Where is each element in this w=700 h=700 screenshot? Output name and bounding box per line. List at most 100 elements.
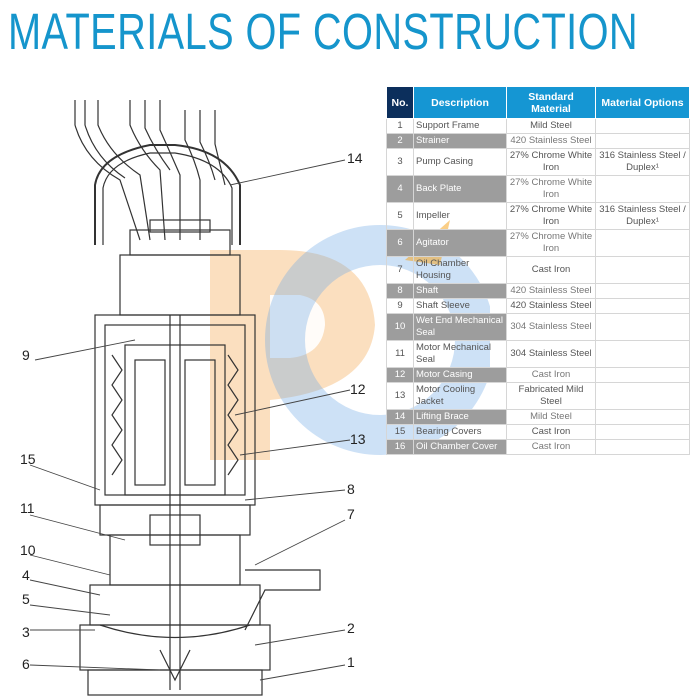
row-number: 2	[386, 133, 414, 149]
row-standard-material: 27% Chrome White Iron	[506, 202, 596, 230]
row-standard-material: 27% Chrome White Iron	[506, 175, 596, 203]
header-no: No.	[386, 86, 414, 119]
callout-4: 4	[22, 567, 30, 583]
row-description: Shaft	[413, 283, 507, 299]
row-material-options	[595, 118, 690, 134]
row-description: Impeller	[413, 202, 507, 230]
row-standard-material: 420 Stainless Steel	[506, 133, 596, 149]
header-description: Description	[413, 86, 507, 119]
row-material-options	[595, 367, 690, 383]
callout-9: 9	[22, 347, 30, 363]
row-material-options	[595, 340, 690, 368]
row-standard-material: Cast Iron	[506, 424, 596, 440]
table-header-row: No. Description Standard Material Materi…	[386, 86, 690, 119]
callout-2: 2	[347, 620, 355, 636]
callout-14: 14	[347, 150, 363, 166]
row-description: Strainer	[413, 133, 507, 149]
page-title: MATERIALS OF CONSTRUCTION	[8, 3, 639, 60]
row-material-options	[595, 133, 690, 149]
row-description: Shaft Sleeve	[413, 298, 507, 314]
callout-13: 13	[350, 431, 366, 447]
row-material-options	[595, 256, 690, 284]
row-standard-material: 420 Stainless Steel	[506, 283, 596, 299]
row-number: 8	[386, 283, 414, 299]
row-material-options: 316 Stainless Steel / Duplex¹	[595, 175, 690, 203]
row-description: Motor Mechanical Seal	[413, 340, 507, 368]
row-material-options	[595, 424, 690, 440]
row-description: Pump Casing	[413, 148, 507, 176]
callout-12: 12	[350, 381, 366, 397]
row-number: 11	[386, 340, 414, 368]
row-description: Lifting Brace	[413, 409, 507, 425]
callout-8: 8	[347, 481, 355, 497]
row-number: 6	[386, 229, 414, 257]
row-number: 12	[386, 367, 414, 383]
row-material-options: 316 Stainless Steel / Duplex¹	[595, 229, 690, 257]
row-description: Motor Cooling Jacket	[413, 382, 507, 410]
row-description: Wet End Mechanical Seal	[413, 313, 507, 341]
row-standard-material: 304 Stainless Steel	[506, 313, 596, 341]
row-material-options	[595, 298, 690, 314]
row-description: Motor Casing	[413, 367, 507, 383]
row-number: 4	[386, 175, 414, 203]
row-number: 7	[386, 256, 414, 284]
row-standard-material: 304 Stainless Steel	[506, 340, 596, 368]
row-description: Bearing Covers	[413, 424, 507, 440]
materials-table: No. Description Standard Material Materi…	[386, 86, 690, 455]
row-standard-material: Mild Steel	[506, 118, 596, 134]
row-number: 10	[386, 313, 414, 341]
pump-cross-section-drawing	[29, 100, 351, 696]
row-standard-material: 420 Stainless Steel	[506, 298, 596, 314]
callout-1: 1	[347, 654, 355, 670]
row-description: Oil Chamber Cover	[413, 439, 507, 455]
callout-3: 3	[22, 624, 30, 640]
row-material-options	[595, 382, 690, 410]
row-number: 14	[386, 409, 414, 425]
row-number: 5	[386, 202, 414, 230]
row-material-options: 316 Stainless Steel / Duplex¹	[595, 148, 690, 176]
row-standard-material: Cast Iron	[506, 367, 596, 383]
row-material-options	[595, 439, 690, 455]
row-description: Agitator	[413, 229, 507, 257]
row-number: 9	[386, 298, 414, 314]
row-description: Support Frame	[413, 118, 507, 134]
row-standard-material: Fabricated Mild Steel	[506, 382, 596, 410]
callout-15: 15	[20, 451, 36, 467]
callout-5: 5	[22, 591, 30, 607]
row-material-options	[595, 409, 690, 425]
row-standard-material: 27% Chrome White Iron	[506, 229, 596, 257]
row-standard-material: Mild Steel	[506, 409, 596, 425]
callout-7: 7	[347, 506, 355, 522]
row-material-options	[595, 313, 690, 341]
callout-6: 6	[22, 656, 30, 672]
row-number: 15	[386, 424, 414, 440]
row-standard-material: Cast Iron	[506, 256, 596, 284]
row-material-options	[595, 283, 690, 299]
row-standard-material: Cast Iron	[506, 439, 596, 455]
row-number: 16	[386, 439, 414, 455]
row-number: 1	[386, 118, 414, 134]
row-description: Back Plate	[413, 175, 507, 203]
row-number: 13	[386, 382, 414, 410]
row-description: Oil Chamber Housing	[413, 256, 507, 284]
header-material-options: Material Options	[595, 86, 690, 119]
row-number: 3	[386, 148, 414, 176]
row-standard-material: 27% Chrome White Iron	[506, 148, 596, 176]
